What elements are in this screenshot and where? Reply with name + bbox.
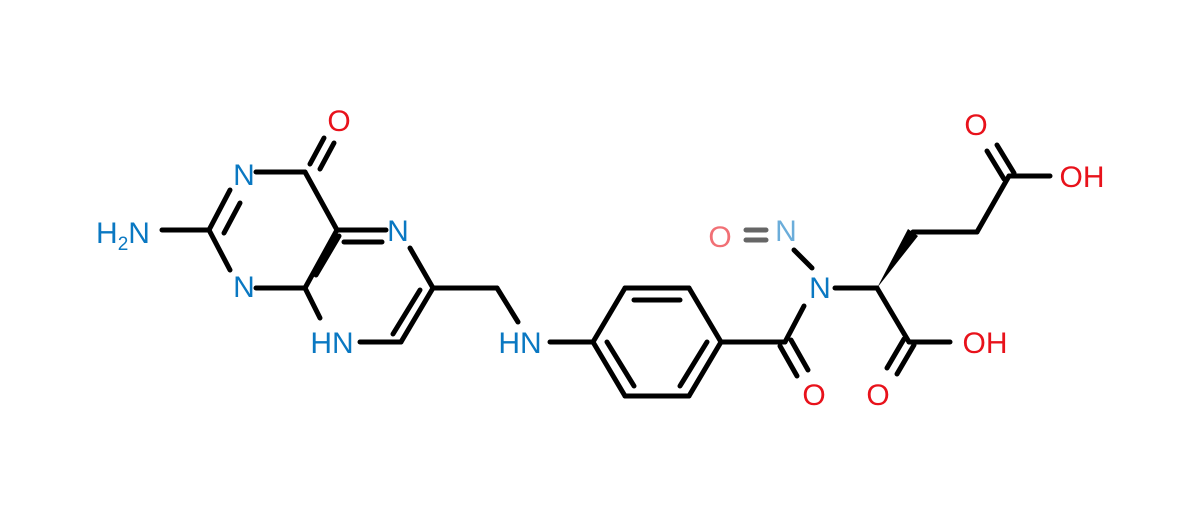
atom-nh2-n: N — [128, 217, 150, 250]
bond-c-o-carbonyl-b — [317, 140, 337, 172]
bond-c4-c4a — [302, 169, 340, 233]
bond-c8a-c4a — [302, 227, 340, 291]
bond-carbonyl-n — [782, 303, 807, 345]
bond-c2-n3 — [206, 227, 233, 273]
atom-oh-acid1: OH — [1060, 161, 1105, 194]
bond-bz-inner-2 — [677, 339, 710, 389]
atom-n-nitroso: N — [775, 215, 797, 248]
atom-n-pyrazine-top: N — [387, 215, 409, 248]
bond-n5-c6 — [407, 245, 436, 291]
bond-acid2-co-a — [884, 336, 907, 371]
atom-o-acid1-carbonyl: O — [964, 109, 987, 142]
bond-c2-n1-inner — [221, 200, 243, 236]
bond-c2-n1 — [206, 187, 233, 233]
bond-ch2-nh — [494, 285, 521, 325]
bond-alpha-cooh — [874, 285, 912, 345]
atom-n-amide: N — [809, 272, 831, 305]
atom-o-nitroso: O — [708, 221, 731, 254]
bond-bz-1 — [590, 285, 628, 345]
bond-carbonyl-o-b — [788, 337, 811, 373]
atom-oh-acid2: OH — [963, 327, 1008, 360]
atom-label-layer: O N H2N N N HN HN O N N O O OH OH O — [96, 105, 1104, 412]
atom-o-top: O — [327, 105, 350, 138]
bond-ch2-cooh — [974, 173, 1012, 235]
atom-nh2-h: H — [96, 217, 118, 250]
bond-n-nitroso-n — [791, 247, 815, 271]
bond-c8a-c4a-inner — [313, 233, 342, 278]
bond-bz-4 — [686, 339, 724, 399]
atom-nh2-subscript: 2 — [118, 234, 129, 255]
atom-hn-amine: HN — [498, 327, 541, 360]
atom-n-pyrimidine-bottom: N — [233, 271, 255, 304]
bond-c-o-carbonyl-a — [307, 135, 327, 167]
wedge-bond — [877, 229, 918, 288]
bond-acid1-co-b — [994, 142, 1017, 176]
bond-c6-c7 — [398, 285, 436, 345]
atom-o-acid2-carbonyl: O — [866, 379, 889, 412]
atom-nh2: H2N — [96, 217, 150, 255]
atom-o-amide: O — [802, 379, 825, 412]
bond-c8a-n8 — [302, 285, 323, 321]
bond-carbonyl-o-a — [777, 343, 800, 379]
bond-c6-c7-inner — [390, 287, 423, 337]
bond-acid2-co-b — [894, 342, 917, 377]
atom-n-pyrimidine-left: N — [233, 159, 255, 192]
atom-hn-ring: HN — [310, 327, 353, 360]
bond-acid1-co-a — [984, 148, 1007, 182]
bond-bz-6 — [590, 339, 628, 399]
bond-layer — [159, 135, 1053, 399]
bond-bz-inner-3 — [604, 339, 637, 389]
bond-bz-3 — [686, 285, 724, 345]
